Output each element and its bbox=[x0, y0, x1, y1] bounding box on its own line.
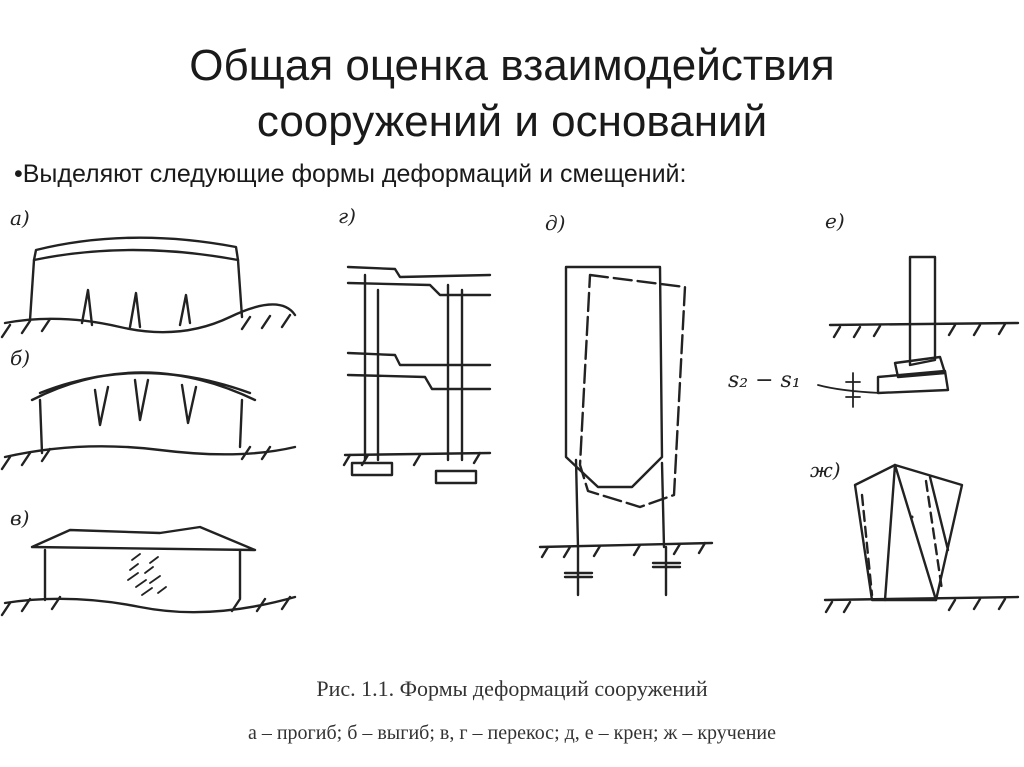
deformation-figure: а) б) в) г) bbox=[0, 204, 1020, 617]
figure-caption-title: Рис. 1.1. Формы деформаций сооружений bbox=[316, 676, 708, 701]
slide-title: Общая оценка взаимодействия сооружений и… bbox=[0, 38, 1024, 150]
tower-legs bbox=[574, 458, 666, 549]
label-g: г) bbox=[338, 204, 356, 228]
label-d: д) bbox=[545, 211, 565, 235]
pile-right bbox=[651, 545, 682, 597]
block-outline bbox=[853, 463, 964, 602]
block-edges bbox=[883, 463, 950, 602]
pile-left bbox=[563, 545, 594, 597]
panel-v-racking: в) bbox=[0, 506, 297, 617]
ground-line-zh bbox=[823, 595, 1020, 602]
crack-a-3 bbox=[178, 293, 192, 327]
panel-g-frame: г) bbox=[338, 204, 492, 485]
ground-line-d bbox=[538, 541, 714, 549]
block-twist-dashed bbox=[860, 479, 944, 597]
hatch-b bbox=[0, 445, 272, 471]
beam-middle bbox=[346, 351, 492, 391]
ground-line-a bbox=[3, 303, 297, 334]
roof-v bbox=[30, 525, 257, 552]
panel-zh-torsion: ж) bbox=[810, 458, 1020, 614]
panel-b-hogging: б) bbox=[0, 346, 297, 471]
hatch-zh bbox=[824, 597, 1007, 614]
tower-original bbox=[564, 265, 664, 489]
bullet-text: •Выделяют следующие формы деформаций и с… bbox=[14, 160, 687, 188]
settlement-label: s₂ − s₁ bbox=[728, 368, 801, 393]
figure-caption-legend: а – прогиб; б – выгиб; в, г – перекос; д… bbox=[247, 722, 777, 744]
footing-right bbox=[434, 469, 478, 485]
hatch-d bbox=[540, 541, 707, 559]
hatch-a bbox=[0, 313, 292, 339]
label-zh: ж) bbox=[810, 458, 841, 482]
dot bbox=[910, 515, 914, 519]
ground-line-g bbox=[343, 451, 492, 457]
shear-cracks-v bbox=[127, 553, 167, 596]
label-e: е) bbox=[825, 209, 845, 233]
tower-tilted bbox=[578, 273, 687, 509]
building-b bbox=[38, 398, 244, 455]
building-v bbox=[43, 548, 242, 602]
column-e bbox=[908, 255, 937, 367]
label-v: в) bbox=[10, 506, 29, 530]
crack-b-2 bbox=[133, 378, 150, 422]
footing-left bbox=[350, 461, 394, 477]
crack-a-1 bbox=[80, 288, 94, 327]
crack-a-2 bbox=[128, 291, 142, 329]
settlement-dim bbox=[817, 372, 881, 408]
label-a: а) bbox=[10, 206, 30, 230]
roof-b bbox=[30, 371, 257, 402]
column-right bbox=[446, 283, 464, 462]
crack-b-3 bbox=[180, 383, 198, 425]
ground-line-e bbox=[828, 321, 1020, 327]
building-a bbox=[28, 248, 244, 322]
panel-d-tilt: д) bbox=[538, 211, 714, 597]
roof-line-a bbox=[32, 236, 240, 262]
hatch-v bbox=[0, 595, 292, 617]
panel-a-sagging: а) bbox=[0, 206, 297, 339]
title-line-1: Общая оценка взаимодействия bbox=[189, 41, 835, 90]
crack-b-1 bbox=[93, 385, 110, 427]
panel-e-tilt: е) s₂ − s₁ bbox=[728, 209, 1020, 408]
hatch-e bbox=[832, 322, 1007, 339]
column-left bbox=[363, 273, 380, 462]
label-b: б) bbox=[10, 346, 30, 370]
ground-line-v bbox=[3, 595, 297, 614]
beam-top bbox=[346, 265, 492, 297]
title-line-2: сооружений и оснований bbox=[256, 97, 768, 146]
footing-e-lower bbox=[876, 369, 950, 395]
